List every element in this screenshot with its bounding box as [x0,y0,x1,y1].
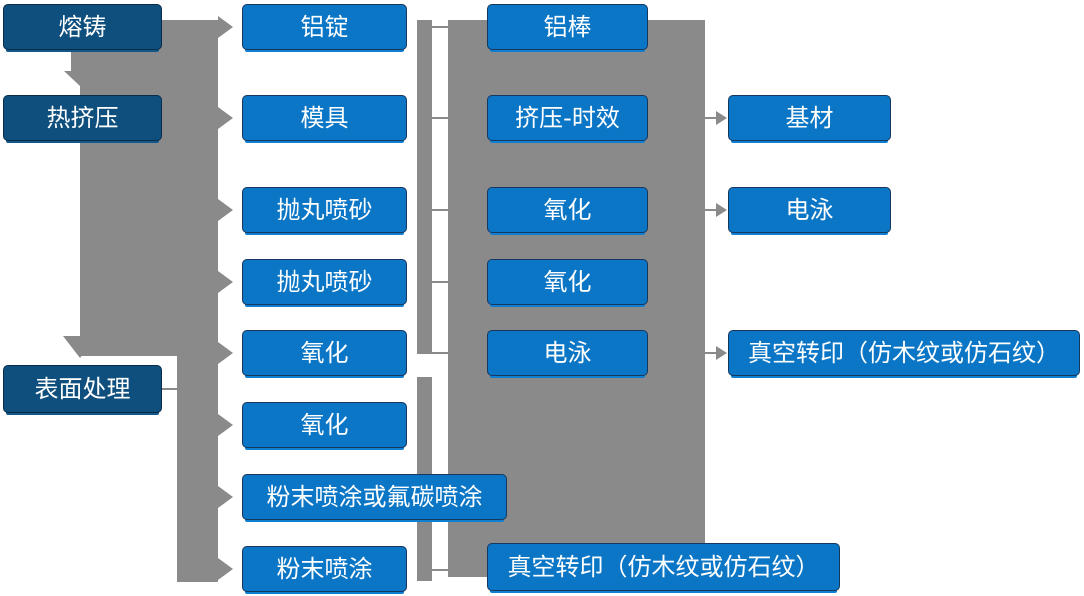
arrow-to-base-material-icon [716,111,727,125]
arrow-down-to-hot-extrusion-icon [64,71,96,86]
flow-node-vacuum-transfer-bottom: 真空转印（仿木纹或仿石纹） [487,543,840,591]
arrow-to-mold-icon [218,107,233,129]
flow-node-oxidation-b: 氧化 [242,402,407,448]
connector-line-stem-base-material [705,117,717,119]
arrow-down-to-surface-icon [63,336,97,358]
flow-node-oxidation-c: 氧化 [487,187,648,233]
connector-line-stem-vacuum-right [705,352,717,354]
arrow-to-aluminum-ingot-icon [218,16,233,38]
flow-node-hot-extrusion: 热挤压 [3,95,162,141]
connector-line-tie-row3 [432,209,448,211]
connector-bus-left-narrow [177,356,218,582]
connector-line-tie-row2 [432,117,448,119]
arrow-to-powder-fluoro-icon [218,486,233,508]
connector-line-tie-row8 [432,569,448,571]
flow-node-surface-treatment: 表面处理 [3,365,162,413]
flow-node-oxidation-d: 氧化 [487,259,648,305]
flow-node-extrusion-aging: 挤压-时效 [487,95,648,141]
flow-node-aluminum-ingot: 铝锭 [242,4,407,50]
connector-bus-left-wide [80,20,218,356]
flow-node-aluminum-rod: 铝棒 [487,4,648,50]
connector-line-tie-row4 [432,281,448,283]
flow-node-shot-blasting-2: 抛丸喷砂 [242,259,407,305]
flow-node-vacuum-transfer-right: 真空转印（仿木纹或仿石纹） [728,330,1080,376]
arrow-to-electro-right-icon [716,203,727,217]
arrow-to-shot-blasting-1-icon [218,199,233,221]
connector-line-stem-electro-right [705,209,717,211]
flow-node-melting-casting: 熔铸 [3,4,162,50]
connector-bus-mid-upper [417,20,432,354]
flow-node-base-material: 基材 [728,95,891,141]
connector-line-tie-row5 [432,352,448,354]
flow-node-electrophoresis-mid: 电泳 [487,330,648,376]
arrow-to-oxidation-b-icon [218,414,233,436]
arrow-to-shot-blasting-2-icon [218,271,233,293]
flow-node-powder-or-fluorocarbon: 粉末喷涂或氟碳喷涂 [242,474,507,520]
connector-line-tie-row1 [432,26,448,28]
arrow-to-oxidation-a-icon [218,342,233,364]
flow-node-shot-blasting-1: 抛丸喷砂 [242,187,407,233]
flow-node-mold: 模具 [242,95,407,141]
arrow-to-powder-coating-icon [218,558,233,580]
connector-line-tie-surface [161,388,177,390]
arrow-to-vacuum-right-icon [716,346,727,360]
flow-node-oxidation-a: 氧化 [242,330,407,376]
flow-node-electrophoresis-right: 电泳 [728,187,891,233]
connector-down-arrow-stem [71,50,89,72]
flow-node-powder-coating: 粉末喷涂 [242,546,407,592]
